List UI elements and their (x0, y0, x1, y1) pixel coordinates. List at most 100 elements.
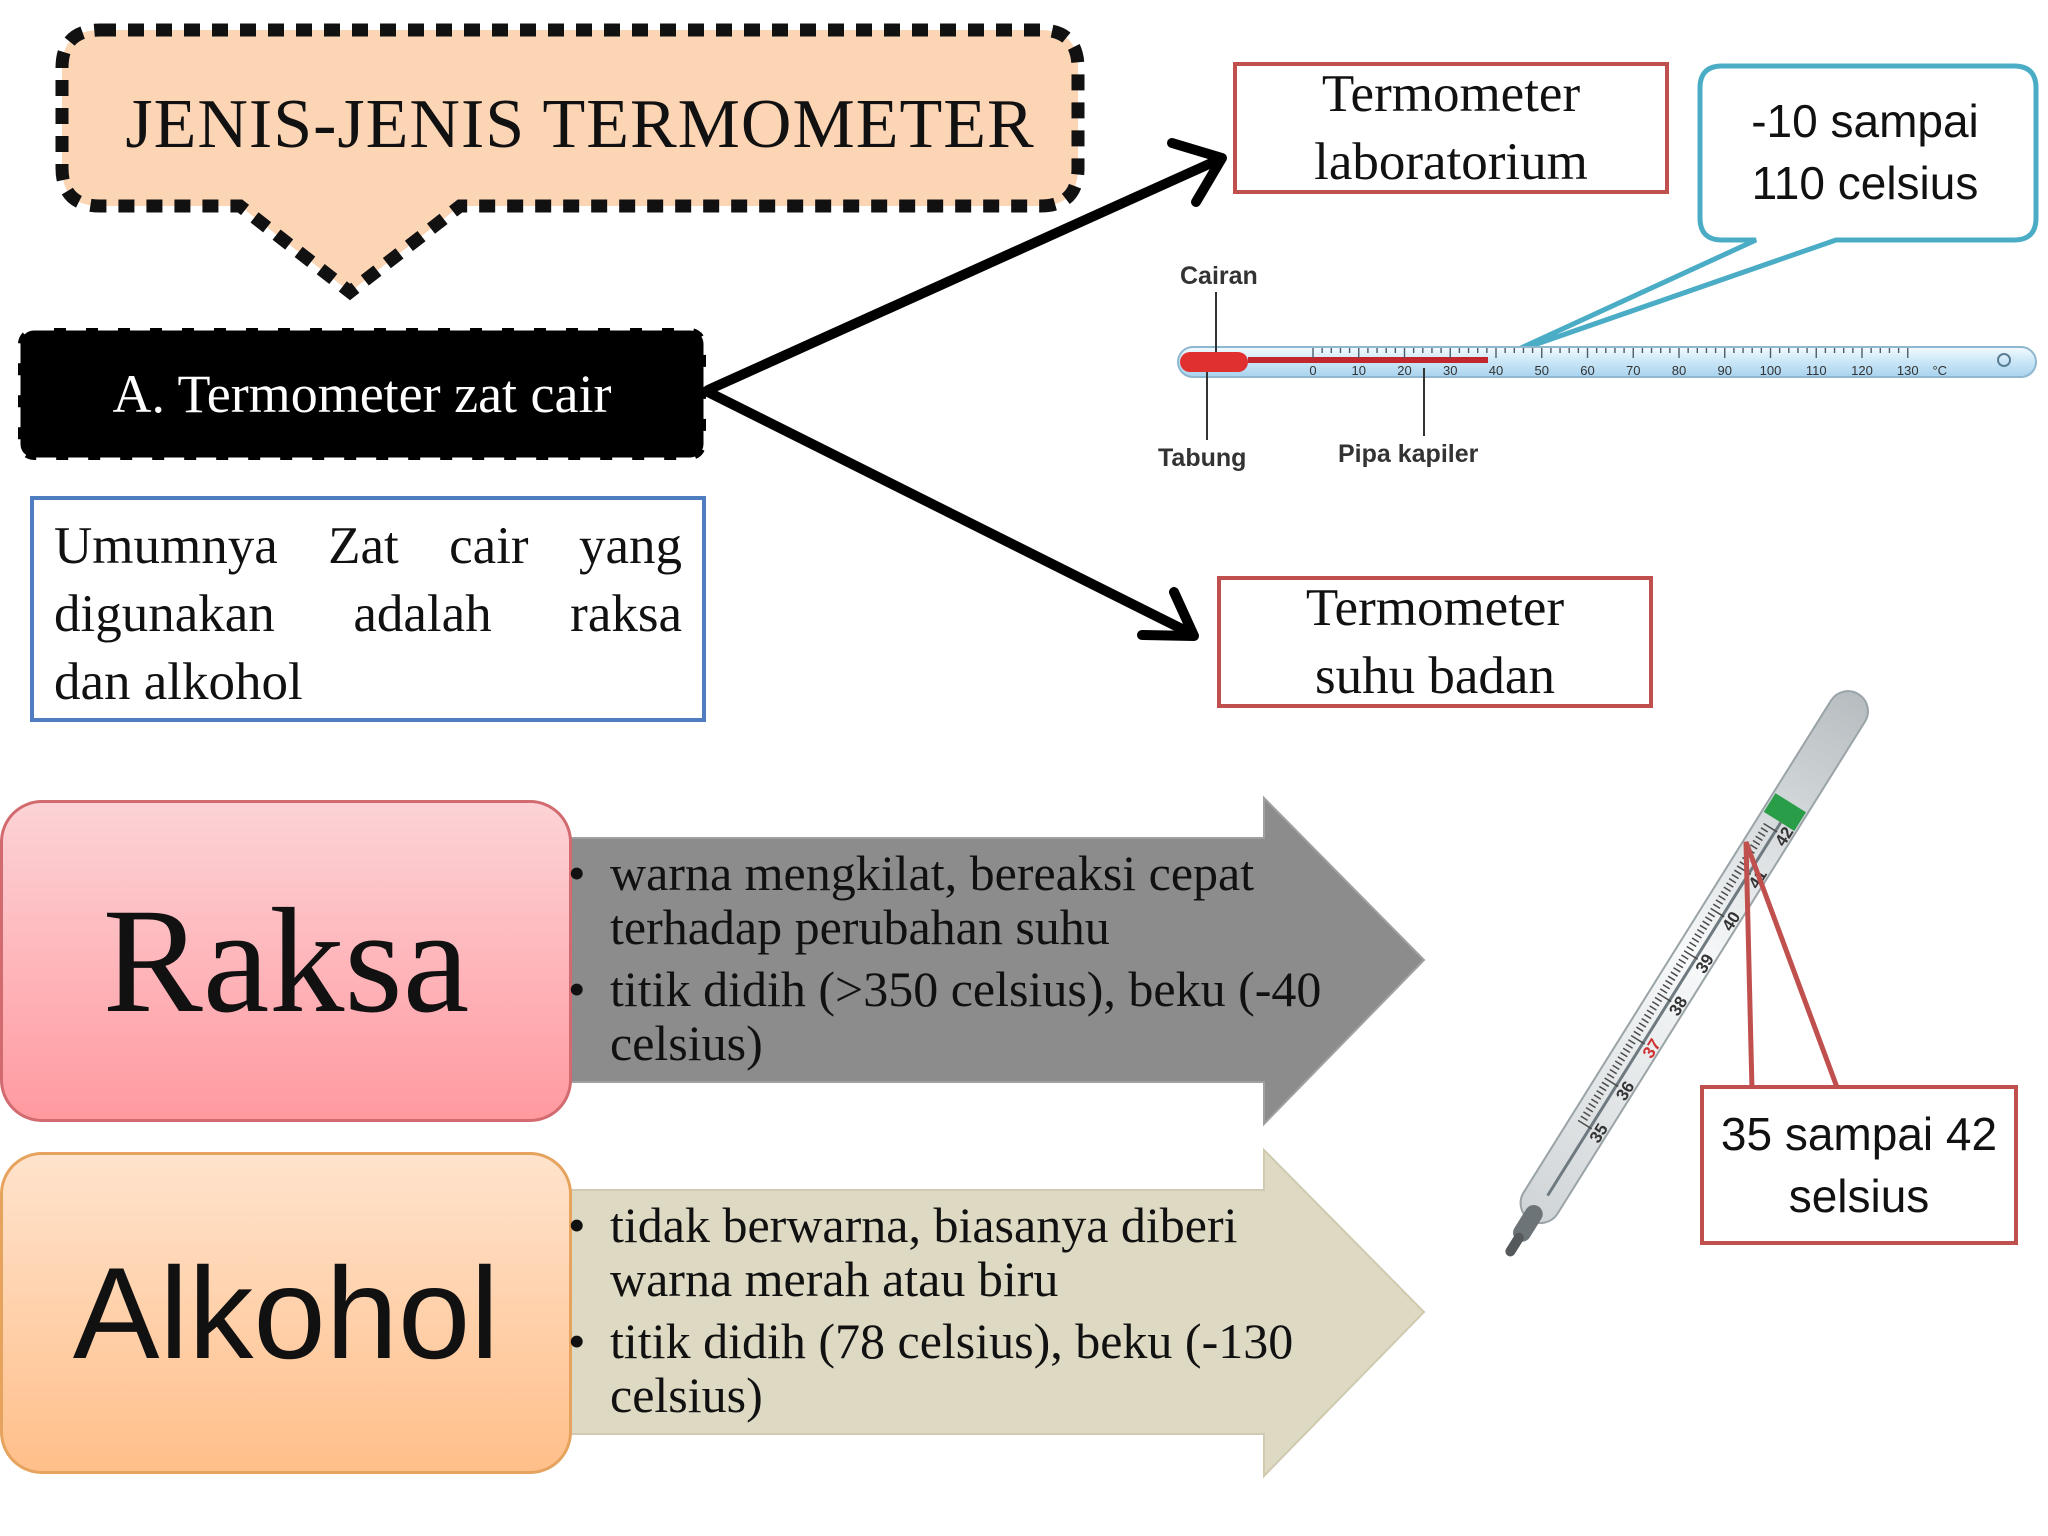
body-scale-tick (1755, 835, 1763, 842)
alkohol-bullet-1: tidak berwarna, biasanya diberi warna me… (568, 1198, 1328, 1306)
raksa-label: Raksa (102, 878, 470, 1044)
body-scale-tick (1678, 958, 1686, 965)
raksa-properties: warna mengkilat, bereaksi cepat terhadap… (568, 846, 1328, 1078)
label-pipa-kapiler: Pipa kapiler (1338, 440, 1479, 468)
body-scale-tick (1654, 996, 1663, 1003)
body-scale-tick (1641, 1017, 1649, 1024)
body-scale-tick (1715, 899, 1724, 905)
lab-scale-label: 110 (1806, 363, 1827, 378)
body-scale-tick (1662, 984, 1671, 990)
body-scale-tick (1689, 941, 1697, 948)
body-thermometer-box: Termometer suhu badan (1217, 576, 1653, 708)
alkohol-label-box: Alkohol (0, 1152, 572, 1474)
body-scale-tick (1633, 1030, 1641, 1037)
lab-scale-label: 70 (1626, 363, 1640, 378)
alkohol-bullet-2: titik didih (78 celsius), beku (-130 cel… (568, 1314, 1328, 1422)
lab-scale-label: 130 (1897, 363, 1919, 378)
lab-range-callout-shape (1506, 63, 2039, 357)
body-scale-tick (1752, 839, 1761, 846)
body-scale-tick (1577, 1119, 1593, 1130)
body-scale-tick (1614, 1060, 1623, 1066)
body-scale-tick (1710, 907, 1725, 918)
lab-scale-label: 120 (1851, 363, 1873, 378)
description-box: Umumnya Zat cair yang digunakan adalah r… (30, 496, 706, 722)
body-scale-tick (1718, 894, 1726, 901)
body-scale-tick (1707, 911, 1716, 918)
body-scale-tick (1731, 873, 1739, 880)
body-scale-tick (1702, 920, 1710, 926)
body-scale-tick (1749, 844, 1758, 850)
lab-scale-label: 100 (1760, 363, 1782, 378)
body-scale-tick (1612, 1064, 1620, 1071)
lab-scale-label: 40 (1489, 363, 1503, 378)
mercury-column (1180, 352, 1248, 372)
body-scale-tick (1590, 1098, 1599, 1105)
body-scale-tick (1630, 1034, 1646, 1045)
body-range-box: 35 sampai 42 selsius (1700, 1085, 2018, 1245)
body-scale-tick (1598, 1085, 1607, 1092)
body-scale-tick (1699, 924, 1708, 931)
body-scale-tick (1609, 1068, 1618, 1075)
body-range-line-2: selsius (1788, 1170, 1930, 1222)
body-scale-tick (1659, 988, 1668, 994)
body-scale-tick (1667, 975, 1676, 982)
body-scale-tick (1675, 962, 1684, 969)
lab-scale-label: 10 (1352, 363, 1366, 378)
lab-thermometer-box: Termometer laboratorium (1233, 62, 1669, 194)
lab-scale-label: 0 (1309, 363, 1316, 378)
body-scale-tick (1726, 882, 1734, 888)
body-scale-tick (1670, 971, 1679, 977)
lab-thermometer-name-line-2: laboratorium (1314, 133, 1588, 191)
body-scale-tick (1651, 1000, 1660, 1007)
body-range-pointer (1743, 841, 1841, 1091)
body-scale-tick (1734, 869, 1742, 876)
category-label: A. Termometer zat cair (18, 328, 706, 460)
body-scale-tick (1585, 1106, 1594, 1113)
body-scale-tick (1728, 878, 1737, 884)
body-thermometer-name-line-1: Termometer (1305, 579, 1565, 637)
body-thermometer-name-line-2: suhu badan (1315, 647, 1555, 705)
body-scale-tick (1646, 1009, 1655, 1015)
lab-scale-label: 30 (1443, 363, 1457, 378)
body-scale-tick (1601, 1081, 1610, 1088)
body-scale-tick (1596, 1090, 1604, 1096)
alkohol-label: Alkohol (72, 1240, 500, 1386)
body-scale-tick (1643, 1013, 1652, 1020)
raksa-bullet-1: warna mengkilat, bereaksi cepat terhadap… (568, 846, 1328, 954)
body-scale-tick (1622, 1047, 1631, 1054)
category-box-shape (15, 325, 709, 463)
body-scale-tick (1720, 890, 1729, 897)
lab-range-line-2: 110 celsius (1751, 157, 1979, 209)
label-cairan: Cairan (1180, 262, 1258, 290)
lab-scale-label: °C (1932, 363, 1947, 378)
lab-range-text: -10 sampai 110 celsius (1700, 90, 2030, 220)
body-scale-tick (1760, 827, 1769, 833)
body-scale-tick (1588, 1102, 1596, 1109)
lab-scale-label: 20 (1397, 363, 1411, 378)
body-scale-tick (1694, 933, 1702, 939)
lab-scale-label: 80 (1672, 363, 1686, 378)
body-scale-tick (1673, 967, 1681, 973)
body-scale-tick (1628, 1039, 1636, 1045)
raksa-label-box: Raksa (0, 800, 572, 1122)
body-scale-tick (1681, 954, 1689, 960)
alkohol-properties: tidak berwarna, biasanya diberi warna me… (568, 1198, 1328, 1430)
body-scale-tick (1620, 1051, 1628, 1058)
lab-range-line-1: -10 sampai (1751, 95, 1979, 147)
body-scale-tick (1649, 1005, 1657, 1011)
body-scale-tick (1665, 979, 1673, 986)
body-scale-tick (1686, 945, 1694, 952)
lab-thermometer-name-line-1: Termometer (1321, 65, 1581, 123)
description-line-2: digunakan adalah raksa (54, 585, 682, 643)
body-scale-tick (1606, 1073, 1615, 1079)
body-scale-tick (1757, 831, 1766, 837)
body-scale-tick (1638, 1022, 1647, 1028)
body-scale-tick (1580, 1115, 1588, 1121)
body-scale-tick (1625, 1043, 1633, 1049)
lab-scale-label: 50 (1535, 363, 1549, 378)
description-line-1: Umumnya Zat cair yang (54, 517, 682, 575)
body-scale-tick (1712, 903, 1721, 909)
body-scale-tick (1683, 950, 1699, 960)
